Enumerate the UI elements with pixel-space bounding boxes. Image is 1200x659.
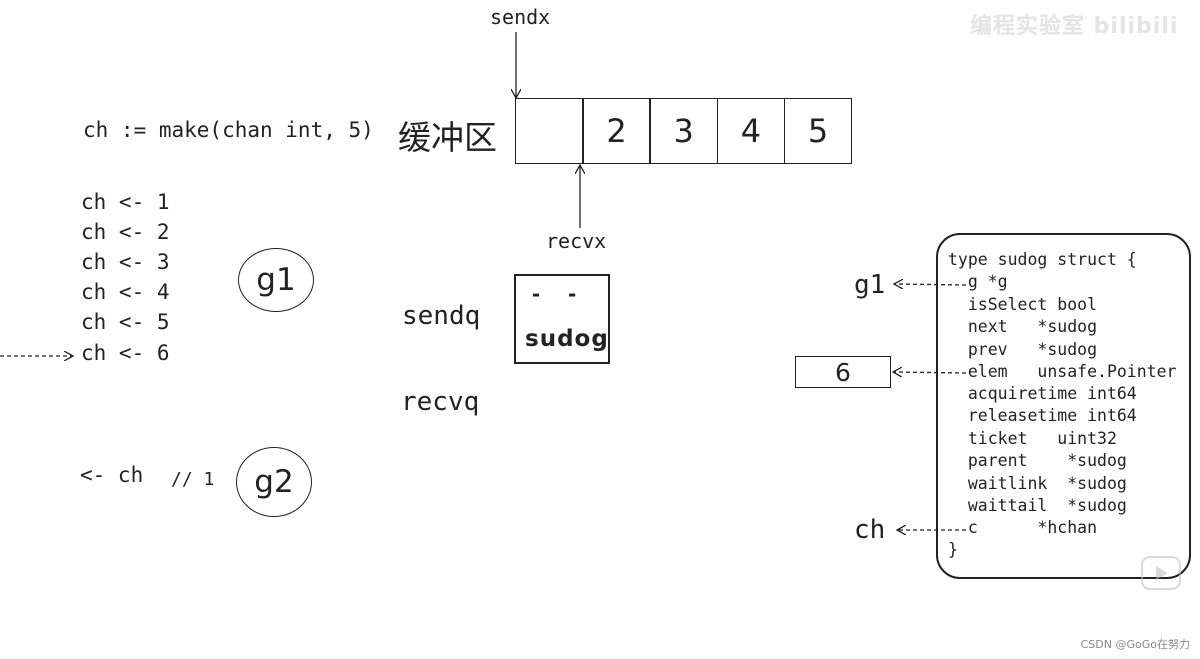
struct-line: type sudog struct {	[948, 250, 1137, 269]
struct-line: waitlink *sudog	[948, 474, 1127, 493]
sudog-marks: - -	[530, 282, 579, 306]
buffer-label: 缓冲区	[398, 118, 497, 157]
send-statement-5: ch <- 5	[81, 310, 170, 334]
recvx-label: recvx	[546, 229, 607, 253]
receive-statement: <- ch	[80, 463, 144, 487]
sudog-node-label: sudog	[525, 326, 609, 352]
send-statement-1: ch <- 1	[81, 190, 170, 214]
struct-line: c *hchan	[948, 518, 1098, 537]
send-statement-6: ch <- 6	[81, 341, 170, 365]
struct-line: next *sudog	[948, 317, 1098, 336]
goroutine-g1-label: g1	[256, 262, 296, 298]
watermark-logo: 编程实验室 bilibili	[970, 14, 1179, 39]
struct-line: g *g	[948, 272, 1008, 291]
watermark-credit: CSDN @GoGo在努力	[1080, 638, 1190, 651]
goroutine-g2-label: g2	[254, 464, 294, 500]
sendx-label: sendx	[490, 5, 551, 29]
make-channel-statement: ch := make(chan int, 5)	[83, 118, 374, 142]
elem-value: 6	[835, 357, 851, 387]
struct-line: prev *sudog	[948, 340, 1098, 359]
send-statement-4: ch <- 4	[81, 280, 170, 304]
buffer-cell: 4	[716, 98, 786, 164]
struct-line: }	[948, 540, 958, 559]
struct-line: waittail *sudog	[948, 496, 1127, 515]
buffer-cell	[515, 98, 584, 164]
struct-line: isSelect bool	[948, 295, 1098, 314]
elem-value-box: 6	[795, 356, 891, 388]
receive-comment: // 1	[171, 469, 215, 490]
buffer-cell: 5	[783, 98, 853, 164]
sudog-struct-card	[936, 233, 1191, 579]
struct-line: acquiretime int64	[948, 384, 1137, 403]
struct-line: parent *sudog	[948, 451, 1127, 470]
send-statement-2: ch <- 2	[81, 220, 170, 244]
goroutine-g1-circle: g1	[238, 248, 314, 312]
struct-line: elem unsafe.Pointer	[948, 362, 1177, 381]
struct-line: releasetime int64	[948, 406, 1137, 425]
send-statement-3: ch <- 3	[81, 250, 170, 274]
buffer-cell: 3	[649, 98, 718, 164]
ring-buffer: 2 3 4 5	[515, 98, 853, 164]
struct-line: ticket uint32	[948, 429, 1117, 448]
recvq-label: recvq	[401, 387, 480, 417]
sendq-label: sendq	[402, 301, 481, 331]
buffer-cell: 2	[582, 98, 651, 164]
g-pointer-target-label: g1	[854, 270, 886, 300]
goroutine-g2-circle: g2	[236, 447, 312, 517]
c-pointer-target-label: ch	[854, 515, 886, 545]
sendq-sudog-node: - - sudog	[514, 274, 610, 364]
